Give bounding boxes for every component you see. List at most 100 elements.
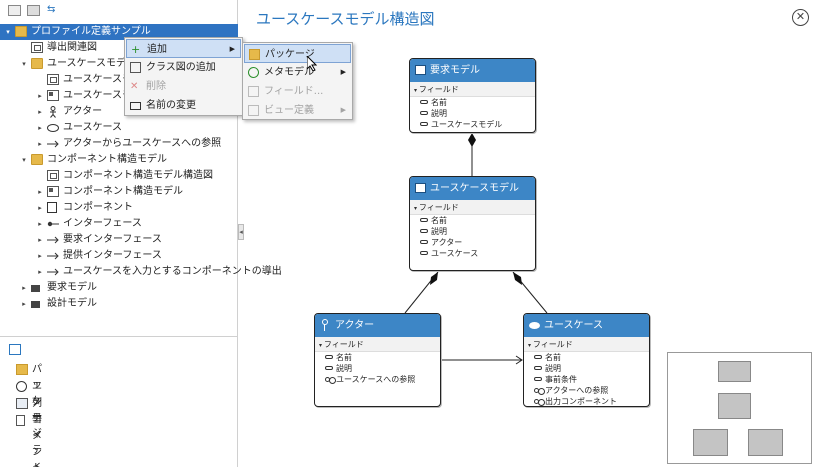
expand-arrow-icon[interactable]: ▸ <box>22 300 26 308</box>
fields-section-header[interactable]: ▾ フィールド <box>410 200 535 215</box>
tree-item[interactable]: ▸コンポーネント <box>0 200 238 216</box>
actor-icon <box>320 319 328 331</box>
tree-item[interactable]: ▸提供インターフェース <box>0 248 238 264</box>
tree-item[interactable]: ▸ユースケースモデル <box>0 88 238 104</box>
expand-arrow-icon[interactable]: ▸ <box>22 284 26 292</box>
composition-diamond-icon <box>513 272 522 285</box>
menu-item[interactable]: パッケージ <box>244 44 351 63</box>
tree-item[interactable]: ▸要求インターフェース <box>0 232 238 248</box>
expand-all-icon[interactable] <box>27 5 40 16</box>
collapse-arrow-icon[interactable]: ▾ <box>414 87 419 94</box>
field-item[interactable]: 説明 <box>325 363 440 374</box>
field-icon <box>248 86 259 97</box>
tree-item[interactable]: コンポーネント構造モデル構造図 <box>0 168 238 184</box>
tree-item[interactable]: ▸ユースケース <box>0 120 238 136</box>
diagram-minimap[interactable] <box>667 352 812 464</box>
field-label: 名前 <box>431 98 447 107</box>
field-item[interactable]: 名前 <box>420 97 535 108</box>
expand-arrow-icon[interactable]: ▸ <box>38 252 42 260</box>
fields-section-header[interactable]: ▾ フィールド <box>524 337 649 352</box>
tree-item[interactable]: ▾プロファイル定義サンプル <box>0 24 238 40</box>
expand-arrow-icon[interactable]: ▸ <box>38 188 42 196</box>
class-box-actor[interactable]: アクター▾ フィールド名前説明ユースケースへの参照 <box>314 313 441 407</box>
palette-panel: パッケージエンティティ列挙コメント <box>0 340 238 467</box>
field-item[interactable]: 説明 <box>420 108 535 119</box>
collapse-arrow-icon[interactable]: ▾ <box>22 60 26 68</box>
tree-item[interactable]: ▸インターフェース <box>0 216 238 232</box>
tree-item[interactable]: ▾ コンポーネント構造モデル <box>0 152 238 168</box>
tree-item[interactable]: 導出関連図 <box>0 40 238 56</box>
collapse-arrow-icon[interactable]: ▾ <box>414 205 419 212</box>
expand-arrow-icon[interactable]: ▸ <box>38 204 42 212</box>
tree-item[interactable]: ▸アクターからユースケースへの参照 <box>0 136 238 152</box>
field-item[interactable]: ユースケースへの参照 <box>325 374 440 385</box>
tree-item[interactable]: ▸要求モデル <box>0 280 238 296</box>
class-box-usecase[interactable]: ユースケース▾ フィールド名前説明事前条件アクターへの参照出力コンポーネント <box>523 313 650 407</box>
collapse-arrow-icon[interactable]: ▾ <box>6 28 10 36</box>
class-header[interactable]: 要求モデル <box>410 59 535 82</box>
component-icon <box>47 202 57 213</box>
tree-item[interactable]: ▸設計モデル <box>0 296 238 312</box>
close-diagram-button[interactable]: ✕ <box>792 9 809 26</box>
tree-item[interactable]: ▸アクター <box>0 104 238 120</box>
tree-item[interactable]: ▸ユースケースを入力とするコンポーネントの導出 <box>0 264 281 280</box>
collapse-arrow-icon[interactable]: ▾ <box>528 342 533 349</box>
field-item[interactable]: 名前 <box>534 352 649 363</box>
expand-arrow-icon[interactable]: ▸ <box>38 124 42 132</box>
fields-section-header[interactable]: ▾ フィールド <box>315 337 440 352</box>
model-group-icon <box>31 285 40 292</box>
field-item[interactable]: 説明 <box>534 363 649 374</box>
section-label: フィールド <box>323 340 364 349</box>
pane-splitter[interactable] <box>0 336 238 340</box>
tree-item[interactable]: ユースケースモデル構 <box>0 72 238 88</box>
menu-item[interactable]: ビュー定義▶ <box>244 101 351 120</box>
folder-icon <box>31 154 43 165</box>
tree-item[interactable]: ▸コンポーネント構造モデル <box>0 184 238 200</box>
menu-item[interactable]: メタモデル▶ <box>244 63 351 82</box>
arrow-icon <box>47 234 59 245</box>
expand-arrow-icon[interactable]: ▸ <box>38 108 42 116</box>
expand-arrow-icon[interactable]: ▸ <box>38 236 42 244</box>
expand-arrow-icon[interactable]: ▸ <box>38 268 42 276</box>
comment-icon <box>16 415 25 426</box>
sync-icon[interactable]: ⇆ <box>47 4 56 15</box>
expand-arrow-icon[interactable]: ▸ <box>38 220 42 228</box>
model-icon <box>47 90 59 101</box>
palette-item-label: コメント <box>32 415 42 467</box>
class-header[interactable]: ユースケース <box>524 314 649 337</box>
entity-icon <box>16 381 27 392</box>
collapse-all-icon[interactable] <box>8 5 21 16</box>
collapse-arrow-icon[interactable]: ▾ <box>22 156 26 164</box>
reference-icon <box>325 377 336 384</box>
menu-item[interactable]: クラス図の追加 <box>126 58 241 77</box>
menu-item[interactable]: 名前の変更 <box>126 96 241 115</box>
tree-item-label: コンポーネント構造モデル <box>47 154 167 165</box>
field-item[interactable]: ユースケース <box>420 248 535 259</box>
reference-icon <box>534 399 545 406</box>
menu-item[interactable]: フィールド... <box>244 82 351 101</box>
expand-arrow-icon[interactable]: ▸ <box>38 92 42 100</box>
class-box-usecase-model[interactable]: ユースケースモデル▾ フィールド名前説明アクターユースケース <box>409 176 536 271</box>
collapse-pane-handle[interactable]: ◂ <box>238 224 244 240</box>
expand-arrow-icon[interactable]: ▸ <box>38 140 42 148</box>
submenu-arrow-icon: ▶ <box>340 106 346 114</box>
field-item[interactable]: アクターへの参照 <box>534 385 649 396</box>
menu-item[interactable]: +追加▶ <box>126 39 241 58</box>
fields-section-header[interactable]: ▾ フィールド <box>410 82 535 97</box>
tree-item[interactable]: ▾ユースケースモデル <box>0 56 238 72</box>
wrench-icon <box>325 355 333 359</box>
diagram-title: ユースケースモデル構造図 <box>256 10 435 28</box>
menu-item[interactable]: ✕削除 <box>126 77 241 96</box>
class-header[interactable]: アクター <box>315 314 440 337</box>
menu-item-label: 名前の変更 <box>146 100 196 111</box>
field-item[interactable]: 名前 <box>325 352 440 363</box>
field-item[interactable]: 説明 <box>420 226 535 237</box>
field-item[interactable]: アクター <box>420 237 535 248</box>
collapse-arrow-icon[interactable]: ▾ <box>319 342 324 349</box>
field-item[interactable]: 出力コンポーネント <box>534 396 649 406</box>
field-item[interactable]: 名前 <box>420 215 535 226</box>
field-item[interactable]: 事前条件 <box>534 374 649 385</box>
class-header[interactable]: ユースケースモデル <box>410 177 535 200</box>
field-item[interactable]: ユースケースモデル <box>420 119 535 130</box>
class-box-requirement-model[interactable]: 要求モデル▾ フィールド名前説明ユースケースモデル <box>409 58 536 133</box>
